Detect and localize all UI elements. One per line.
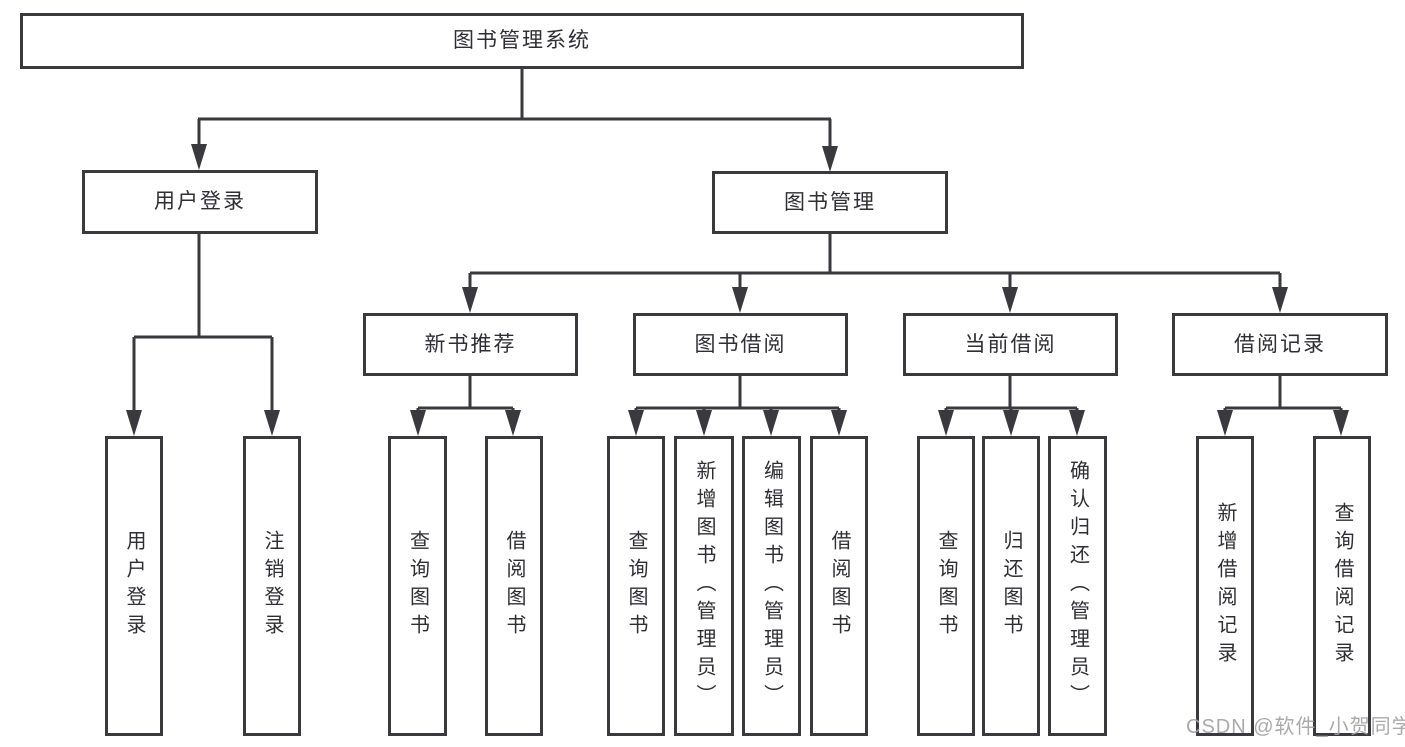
leaf-logout: 注销登录	[243, 436, 301, 736]
leaf-user-login: 用户登录	[105, 436, 163, 736]
leaf-edit-books-admin: 编辑图书（管理员）	[742, 436, 801, 736]
leaf-add-books-admin: 新增图书（管理员）	[674, 436, 734, 736]
node-current-borrowing: 当前借阅	[903, 313, 1118, 376]
arrowheads-down	[126, 144, 1349, 436]
leaf-return-books: 归还图书	[982, 436, 1040, 736]
leaf-borrow-books: 借阅图书	[810, 436, 868, 736]
leaf-confirm-return-admin: 确认归还（管理员）	[1048, 436, 1107, 736]
leaf-borrow-books-recommend: 借阅图书	[485, 436, 543, 736]
leaf-query-borrow-record: 查询借阅记录	[1313, 436, 1371, 736]
node-book-management: 图书管理	[712, 171, 948, 234]
node-borrow-records: 借阅记录	[1172, 313, 1388, 376]
node-user-login: 用户登录	[82, 170, 318, 234]
node-root: 图书管理系统	[20, 13, 1024, 69]
leaf-query-books-current: 查询图书	[917, 436, 975, 736]
node-new-book-recommend: 新书推荐	[363, 313, 578, 376]
leaf-add-borrow-record: 新增借阅记录	[1196, 436, 1254, 736]
csdn-watermark: CSDN @软件_小贺同学	[1186, 716, 1405, 738]
leaf-query-books-recommend: 查询图书	[388, 436, 447, 736]
leaf-query-books-borrowing: 查询图书	[607, 436, 665, 736]
node-book-borrowing: 图书借阅	[633, 313, 848, 376]
